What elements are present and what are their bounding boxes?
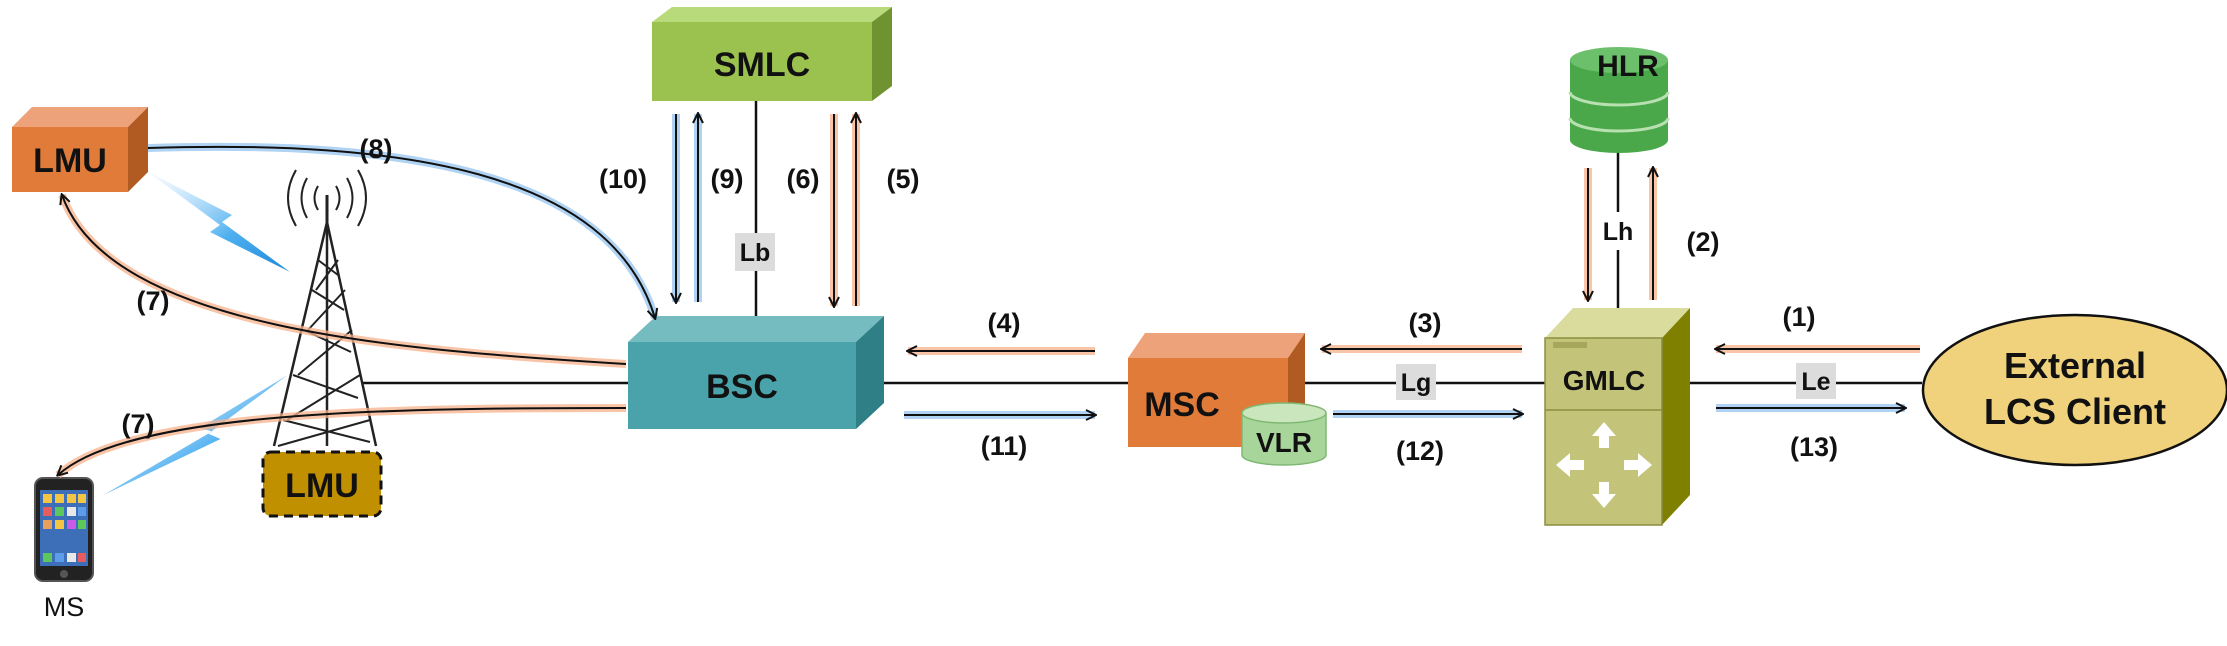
interface-lb-label: Lb xyxy=(740,239,771,267)
message-arrows xyxy=(55,114,1920,478)
lmu-top-node: LMU xyxy=(12,107,148,192)
arrow-step-7-ms xyxy=(55,404,627,478)
hlr-label: HLR xyxy=(1597,50,1659,83)
step-2-label: (2) xyxy=(1687,227,1720,257)
smlc-node: SMLC xyxy=(652,7,892,101)
step-10-label: (10) xyxy=(599,164,647,194)
step-5-label: (5) xyxy=(887,164,920,194)
msc-label: MSC xyxy=(1144,386,1220,424)
step-7-lmu-label: (7) xyxy=(137,286,170,316)
vlr-node: VLR xyxy=(1241,402,1327,466)
router-arrows-icon xyxy=(1556,422,1652,508)
external-label-line1: External xyxy=(2004,345,2146,386)
step-13-label: (13) xyxy=(1790,432,1838,462)
interface-lg: Lg xyxy=(1396,364,1436,400)
gmlc-label: GMLC xyxy=(1563,365,1645,396)
step-1-label: (1) xyxy=(1783,302,1816,332)
step-12-label: (12) xyxy=(1396,436,1444,466)
interface-lh: Lh xyxy=(1598,212,1638,250)
external-label-line2: LCS Client xyxy=(1984,391,2166,432)
step-11-label: (11) xyxy=(981,431,1028,461)
antenna-tower-icon xyxy=(272,169,378,447)
step-4-label: (4) xyxy=(988,308,1021,338)
step-9-label: (9) xyxy=(711,164,744,194)
bsc-node: BSC xyxy=(628,316,884,429)
arrow-step-8 xyxy=(147,142,659,318)
interface-le-label: Le xyxy=(1801,368,1830,396)
step-3-label: (3) xyxy=(1409,308,1442,338)
interface-le: Le xyxy=(1796,363,1836,399)
step-labels: (1) (2) (3) (4) (5) (6) (7) (7) (8) (9) … xyxy=(122,134,1839,466)
step-8-label: (8) xyxy=(360,134,393,164)
vlr-label: VLR xyxy=(1256,427,1312,458)
lmu-bottom-label: LMU xyxy=(285,467,359,505)
step-7-ms-label: (7) xyxy=(122,409,155,439)
interface-lb: Lb xyxy=(735,233,775,271)
bsc-label: BSC xyxy=(706,368,778,406)
arrow-step-7-lmu xyxy=(58,195,627,368)
smlc-label: SMLC xyxy=(714,46,810,84)
lmu-top-label: LMU xyxy=(33,142,107,180)
wireless-signal-top-icon xyxy=(148,172,290,272)
interface-lg-label: Lg xyxy=(1401,369,1432,397)
gmlc-node: GMLC xyxy=(1544,308,1690,526)
lmu-bottom-node: LMU xyxy=(261,450,383,518)
wireless-signal-bottom-icon xyxy=(103,375,288,496)
interface-lh-label: Lh xyxy=(1603,218,1634,246)
step-6-label: (6) xyxy=(787,164,820,194)
hlr-database-node: HLR xyxy=(1568,47,1670,153)
external-lcs-client-node: External LCS Client xyxy=(1921,313,2227,467)
ms-label: MS xyxy=(44,592,85,622)
mobile-phone-icon xyxy=(34,477,94,582)
